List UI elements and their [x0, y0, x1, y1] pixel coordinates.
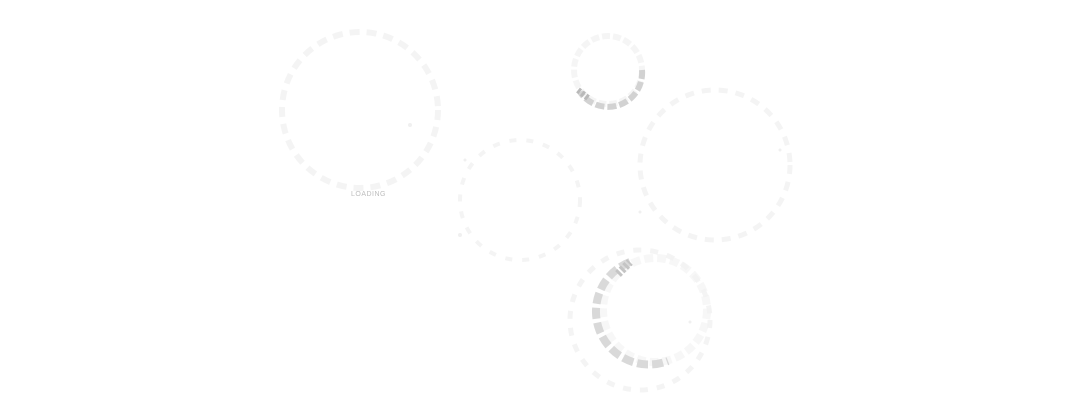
loading-label: LOADING [351, 191, 387, 198]
ambient-dot [408, 123, 412, 127]
spinner-head-secondary [615, 259, 633, 277]
ambient-dot [463, 158, 467, 162]
ambient-dots [408, 123, 782, 324]
spinner-icon-secondary [592, 254, 711, 369]
ambient-dot [778, 148, 782, 152]
spinner-head [576, 87, 590, 101]
spinner-arc [577, 69, 646, 110]
ghost-ring-bottom [567, 247, 713, 393]
ghost-ring-left [279, 29, 441, 191]
spinner-arc-secondary [592, 258, 670, 369]
ambient-dot [458, 233, 462, 237]
ghost-ring-center [458, 138, 582, 262]
ghost-rings [279, 29, 793, 393]
spinner-icon [571, 33, 646, 110]
ambient-dot [638, 210, 642, 214]
ghost-ring-right [637, 87, 793, 243]
ambient-dot [688, 320, 692, 324]
